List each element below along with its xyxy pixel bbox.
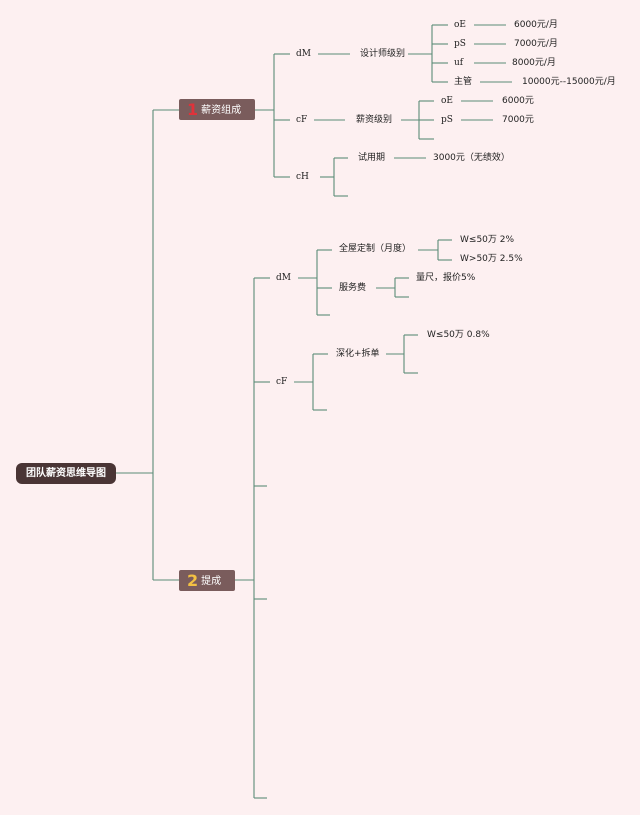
node-code-ch[interactable]: cH <box>296 172 309 182</box>
leaf-value[interactable]: W≤50万 0.8% <box>427 330 490 340</box>
leaf-value[interactable]: 6000元/月 <box>514 20 558 30</box>
branch-label: 薪资组成 <box>201 105 242 116</box>
node-salary-level[interactable]: 薪资级别 <box>356 115 393 125</box>
root-node[interactable]: 团队薪资思维导图 <box>16 463 116 484</box>
leaf-code[interactable]: uf <box>454 58 464 68</box>
leaf-code[interactable]: pS <box>454 39 466 49</box>
node-deepen-split[interactable]: 深化+拆单 <box>336 349 380 359</box>
node-code-cf[interactable]: cF <box>296 115 308 125</box>
leaf-value[interactable]: W>50万 2.5% <box>460 254 523 264</box>
node-code-dm[interactable]: dM <box>296 49 311 59</box>
node-code-dm[interactable]: dM <box>276 273 291 283</box>
leaf-value[interactable]: 6000元 <box>502 96 534 106</box>
node-service-fee[interactable]: 服务费 <box>339 283 367 293</box>
leaf-code[interactable]: pS <box>441 115 453 125</box>
leaf-value[interactable]: 3000元（无绩效） <box>433 153 510 163</box>
leaf-value[interactable]: W≤50万 2% <box>460 235 515 245</box>
leaf-value[interactable]: 8000元/月 <box>512 58 556 68</box>
branch-number-2: 2 <box>187 571 199 590</box>
leaf-value[interactable]: 7000元/月 <box>514 39 558 49</box>
branch-label: 提成 <box>201 576 222 587</box>
leaf-code[interactable]: oE <box>454 20 466 30</box>
node-designer-level[interactable]: 设计师级别 <box>360 49 406 59</box>
branch-number-1: 1 <box>187 100 199 119</box>
leaf-value[interactable]: 量尺，报价5% <box>416 273 476 283</box>
leaf-value[interactable]: 10000元--15000元/月 <box>522 77 616 87</box>
node-probation[interactable]: 试用期 <box>358 153 386 163</box>
node-code-cf[interactable]: cF <box>276 377 288 387</box>
node-whole-house-custom[interactable]: 全屋定制（月度） <box>339 244 412 254</box>
leaf-code[interactable]: 主管 <box>454 77 473 87</box>
leaf-code[interactable]: oE <box>441 96 453 106</box>
leaf-value[interactable]: 7000元 <box>502 115 534 125</box>
